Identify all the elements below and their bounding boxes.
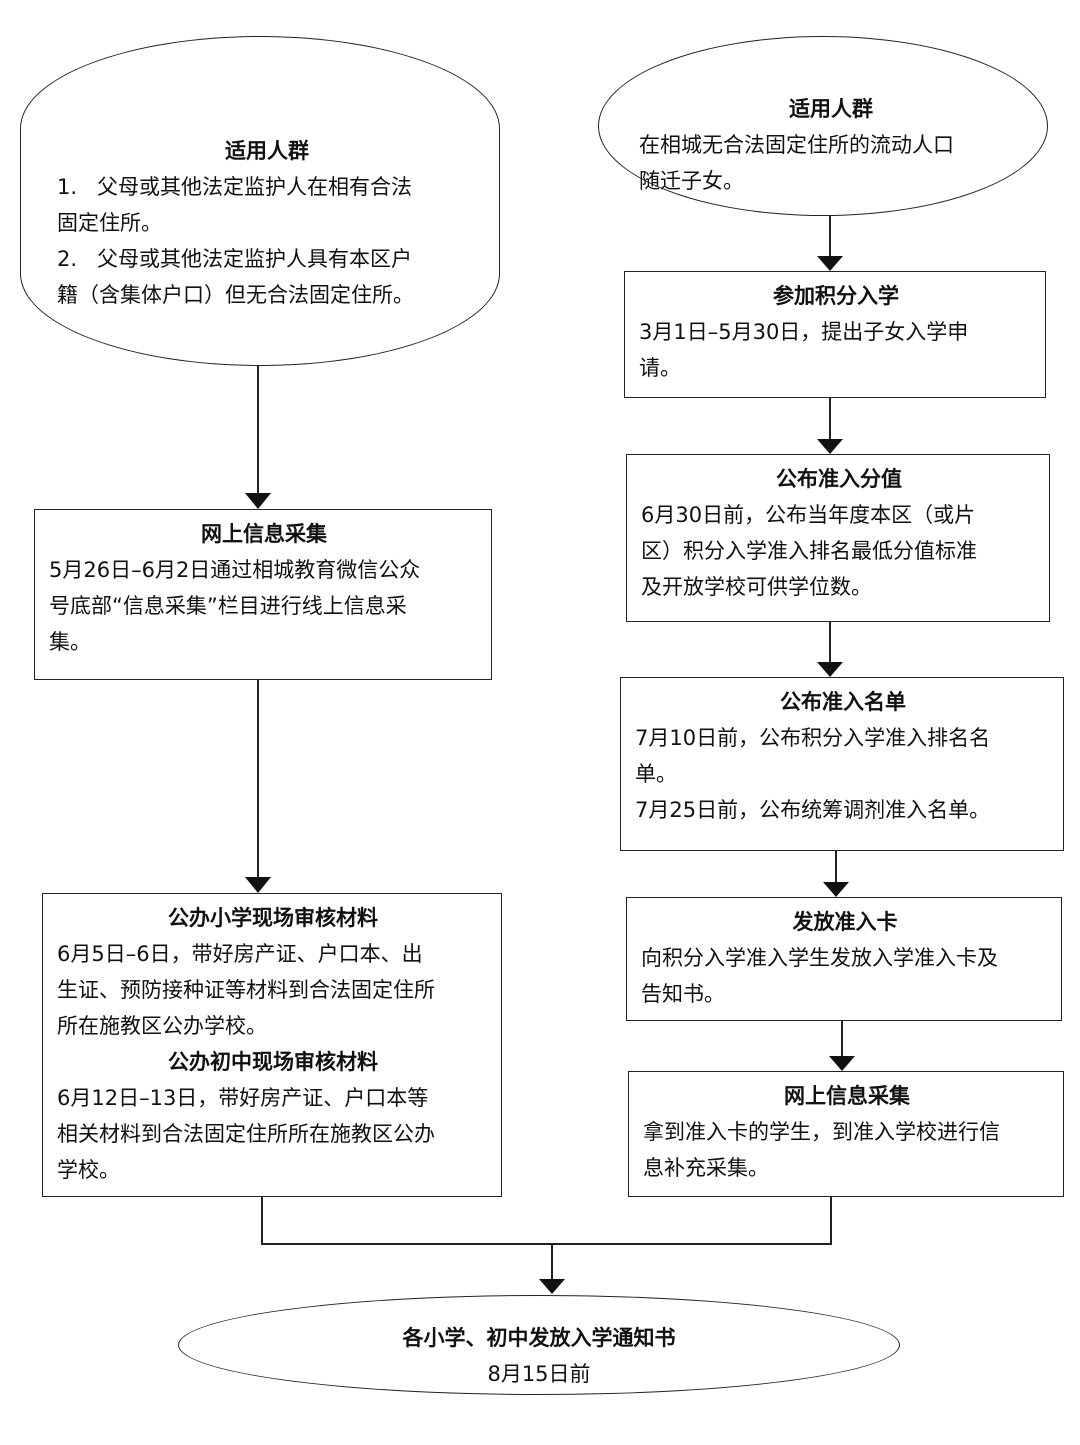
connector-merge	[261, 1197, 832, 1245]
right-start-title: 适用人群	[789, 97, 873, 121]
node-text-line: 集。	[49, 630, 91, 654]
left-start-item-1: 1. 父母或其他法定监护人在相有合法	[57, 169, 477, 205]
left-collect-title: 网上信息采集	[201, 522, 327, 546]
end-node: 各小学、初中发放入学通知书 8月15日前	[178, 1295, 900, 1395]
end-date: 8月15日前	[487, 1362, 591, 1386]
left-review-node: 公办小学现场审核材料 6月5日–6日，带好房产证、户口本、出 生证、预防接种证等…	[42, 893, 502, 1197]
right-score-title: 公布准入分值	[776, 467, 902, 491]
item-number: 2.	[57, 247, 78, 271]
right-card-node: 发放准入卡 向积分入学准入学生发放入学准入卡及 告知书。	[626, 897, 1062, 1021]
end-title: 各小学、初中发放入学通知书	[402, 1326, 676, 1350]
arrowhead-right-3	[817, 662, 843, 677]
arrowhead-left-2	[245, 877, 271, 893]
node-text-line: 相关材料到合法固定住所所在施教区公办	[57, 1122, 435, 1146]
left-start-title: 适用人群	[225, 139, 309, 163]
right-apply-node: 参加积分入学 3月1日–5月30日，提出子女入学申 请。	[624, 271, 1046, 398]
right-start-node: 适用人群 在相城无合法固定住所的流动人口 随迁子女。	[598, 36, 1048, 216]
node-text-line: 6月12日–13日，带好房产证、户口本等	[57, 1086, 429, 1110]
arrowhead-right-1	[817, 256, 843, 271]
node-text-line: 5月26日–6月2日通过相城教育微信公众	[49, 558, 421, 582]
node-text-line: 请。	[639, 356, 681, 380]
right-card-title: 发放准入卡	[792, 910, 898, 934]
left-start-node: 适用人群 1. 父母或其他法定监护人在相有合法 固定住所。 2. 父母或其他法定监护…	[20, 36, 500, 366]
arrowhead-right-2	[817, 439, 843, 454]
arrowhead-right-4	[823, 882, 849, 897]
item-number: 1.	[57, 175, 78, 199]
node-text-line: 所在施教区公办学校。	[57, 1014, 267, 1038]
right-score-node: 公布准入分值 6月30日前，公布当年度本区（或片 区）积分入学准入排名最低分值标…	[626, 454, 1050, 622]
node-text-line: 7月10日前，公布积分入学准入排名名	[635, 726, 991, 750]
node-text-line: 向积分入学准入学生发放入学准入卡及	[641, 946, 998, 970]
node-text-line: 告知书。	[641, 982, 725, 1006]
right-list-node: 公布准入名单 7月10日前，公布积分入学准入排名名 单。 7月25日前，公布统筹…	[620, 677, 1064, 851]
node-text-line: 随迁子女。	[639, 169, 744, 193]
arrowhead-left-1	[245, 493, 271, 509]
primary-review-title: 公办小学现场审核材料	[168, 906, 378, 930]
node-text-line: 单。	[635, 762, 677, 786]
node-text-line: 息补充采集。	[643, 1156, 769, 1180]
node-text-line: 6月30日前，公布当年度本区（或片	[641, 503, 976, 527]
node-text-line: 拿到准入卡的学生，到准入学校进行信	[643, 1120, 1000, 1144]
node-text-line: 学校。	[57, 1158, 120, 1182]
junior-review-title: 公办初中现场审核材料	[168, 1050, 378, 1074]
node-text-line: 生证、预防接种证等材料到合法固定住所	[57, 978, 435, 1002]
item-text: 父母或其他法定监护人具有本区户	[97, 247, 412, 271]
item-text: 父母或其他法定监护人在相有合法	[97, 175, 412, 199]
right-list-title: 公布准入名单	[780, 690, 906, 714]
left-start-item-2-cont: 籍（含集体户口）但无合法固定住所。	[57, 283, 414, 307]
node-text-line: 及开放学校可供学位数。	[641, 575, 872, 599]
node-text-line: 7月25日前，公布统筹调剂准入名单。	[635, 798, 991, 822]
node-text-line: 3月1日–5月30日，提出子女入学申	[639, 320, 969, 344]
left-collect-node: 网上信息采集 5月26日–6月2日通过相城教育微信公众 号底部“信息采集”栏目进…	[34, 509, 492, 680]
left-start-item-2: 2. 父母或其他法定监护人具有本区户	[57, 241, 477, 277]
right-collect-title: 网上信息采集	[784, 1084, 910, 1108]
right-collect-node: 网上信息采集 拿到准入卡的学生，到准入学校进行信 息补充采集。	[628, 1071, 1064, 1197]
node-text-line: 号底部“信息采集”栏目进行线上信息采	[49, 594, 407, 618]
right-apply-title: 参加积分入学	[773, 284, 899, 308]
node-text-line: 区）积分入学准入排名最低分值标准	[641, 539, 977, 563]
left-start-item-1-cont: 固定住所。	[57, 211, 162, 235]
node-text-line: 6月5日–6日，带好房产证、户口本、出	[57, 942, 423, 966]
arrowhead-end	[539, 1279, 565, 1294]
node-text-line: 在相城无合法固定住所的流动人口	[639, 133, 954, 157]
arrowhead-right-5	[829, 1056, 855, 1071]
